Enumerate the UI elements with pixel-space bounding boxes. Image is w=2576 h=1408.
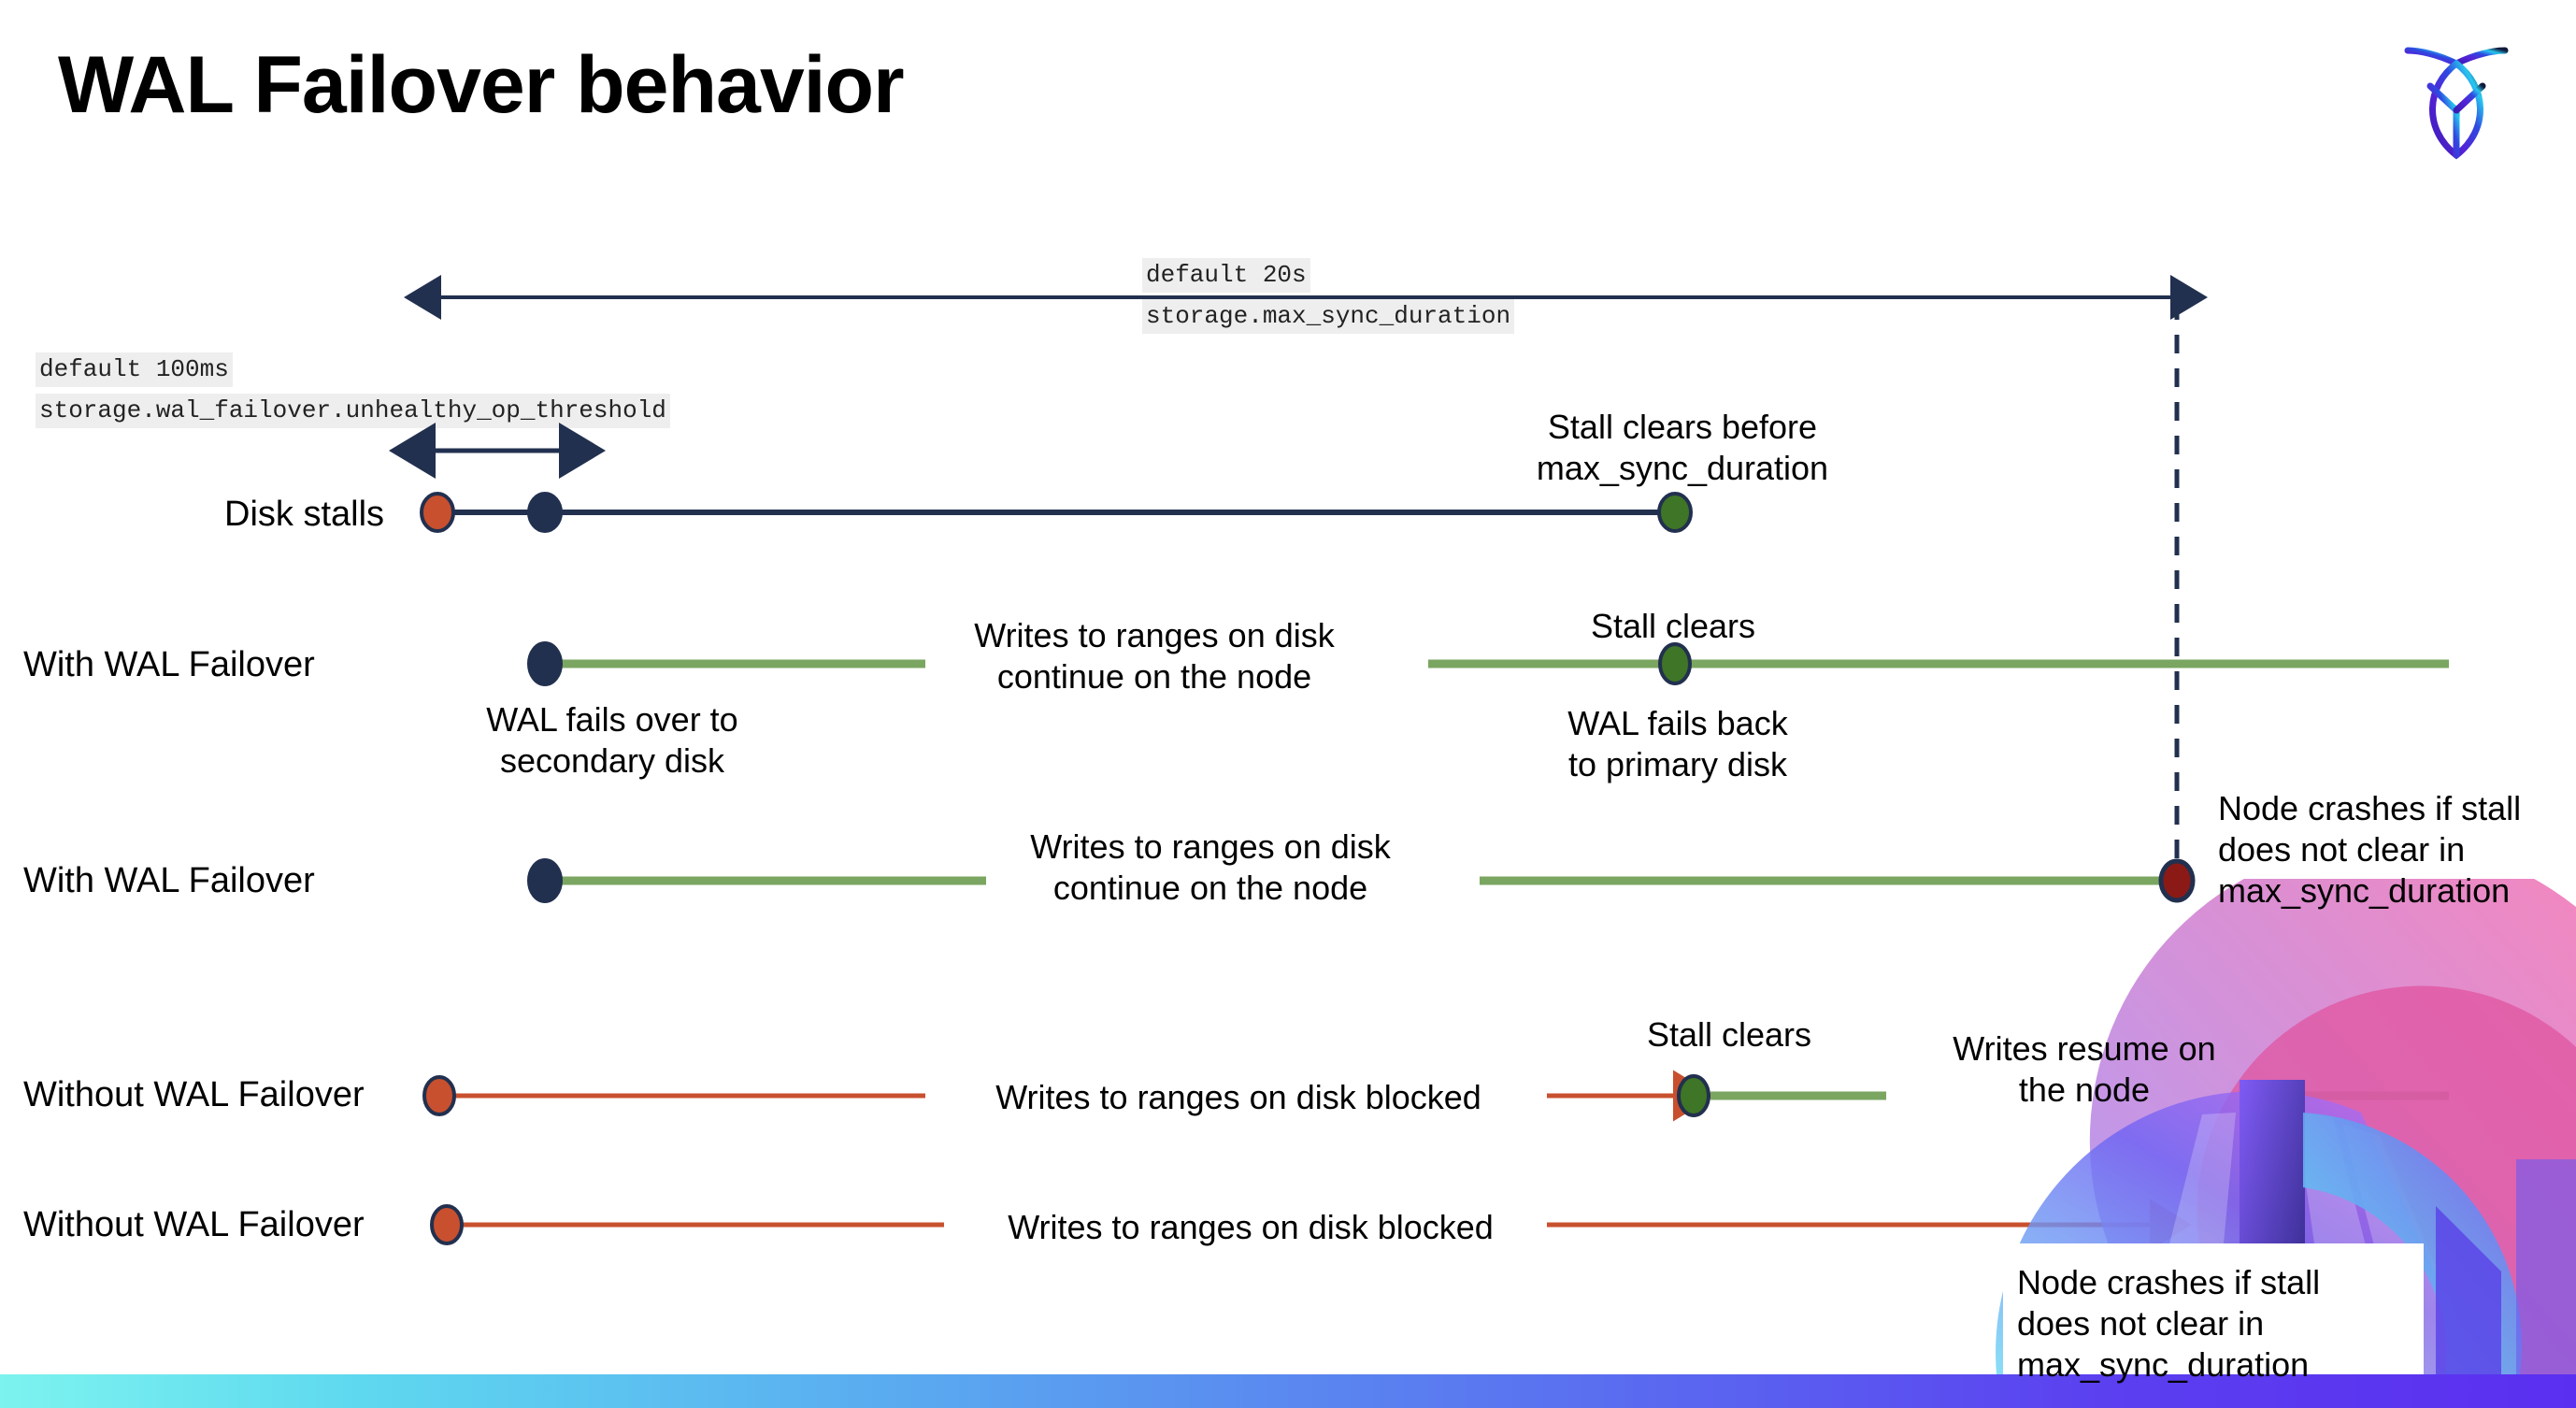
row-disk-stalls-track bbox=[420, 492, 1693, 533]
row-with-failover-1-track bbox=[527, 641, 2449, 686]
max-sync-setting-label: storage.max_sync_duration bbox=[1142, 299, 1515, 334]
marker-stall-clear bbox=[1677, 1074, 1710, 1117]
max-sync-default-label: default 20s bbox=[1142, 258, 1310, 293]
row-label-without-failover-1: Without WAL Failover bbox=[23, 1075, 365, 1114]
bottom-gradient-bar bbox=[0, 1374, 2576, 1408]
marker-stall-start bbox=[420, 492, 455, 533]
note-writes-blocked-2: Writes to ranges on disk blocked bbox=[1008, 1208, 1494, 1246]
marker-stall-start bbox=[422, 1075, 456, 1116]
note-wal-fails-back: WAL fails back to primary disk bbox=[1567, 704, 1788, 783]
marker-stall-clear bbox=[1657, 492, 1693, 533]
cockroachdb-logo-icon bbox=[2382, 24, 2531, 174]
row-label-disk-stalls: Disk stalls bbox=[224, 495, 385, 534]
note-writes-blocked-1: Writes to ranges on disk blocked bbox=[995, 1078, 1481, 1116]
note-stall-clears-before: Stall clears before max_sync_duration bbox=[1536, 408, 1829, 487]
unhealthy-default-label: default 100ms bbox=[36, 352, 233, 387]
row-label-without-failover-2: Without WAL Failover bbox=[23, 1205, 365, 1244]
note-stall-clears-1: Stall clears bbox=[1590, 607, 1756, 645]
marker-failover-point bbox=[527, 858, 563, 903]
unhealthy-setting-label: storage.wal_failover.unhealthy_op_thresh… bbox=[36, 394, 670, 428]
note-writes-continue-1: Writes to ranges on disk continue on the… bbox=[974, 616, 1335, 696]
marker-failover-point bbox=[527, 641, 563, 686]
marker-node-crash bbox=[2158, 858, 2196, 903]
note-stall-clears-2: Stall clears bbox=[1646, 1015, 1812, 1054]
marker-failover-point bbox=[527, 492, 563, 533]
note-node-crashes-2: Node crashes if stall does not clear in … bbox=[2017, 1263, 2321, 1384]
row-label-with-failover-1: With WAL Failover bbox=[23, 645, 315, 684]
page-title: WAL Failover behavior bbox=[58, 40, 905, 130]
note-writes-resume: Writes resume on the node bbox=[1953, 1029, 2216, 1109]
row-label-with-failover-2: With WAL Failover bbox=[23, 861, 315, 900]
marker-stall-clear bbox=[1658, 642, 1692, 685]
marker-stall-start bbox=[430, 1204, 464, 1245]
note-node-crashes-1: Node crashes if stall does not clear in … bbox=[2218, 789, 2522, 910]
note-writes-continue-2: Writes to ranges on disk continue on the… bbox=[1030, 827, 1391, 907]
note-wal-fails-over: WAL fails over to secondary disk bbox=[486, 700, 738, 780]
